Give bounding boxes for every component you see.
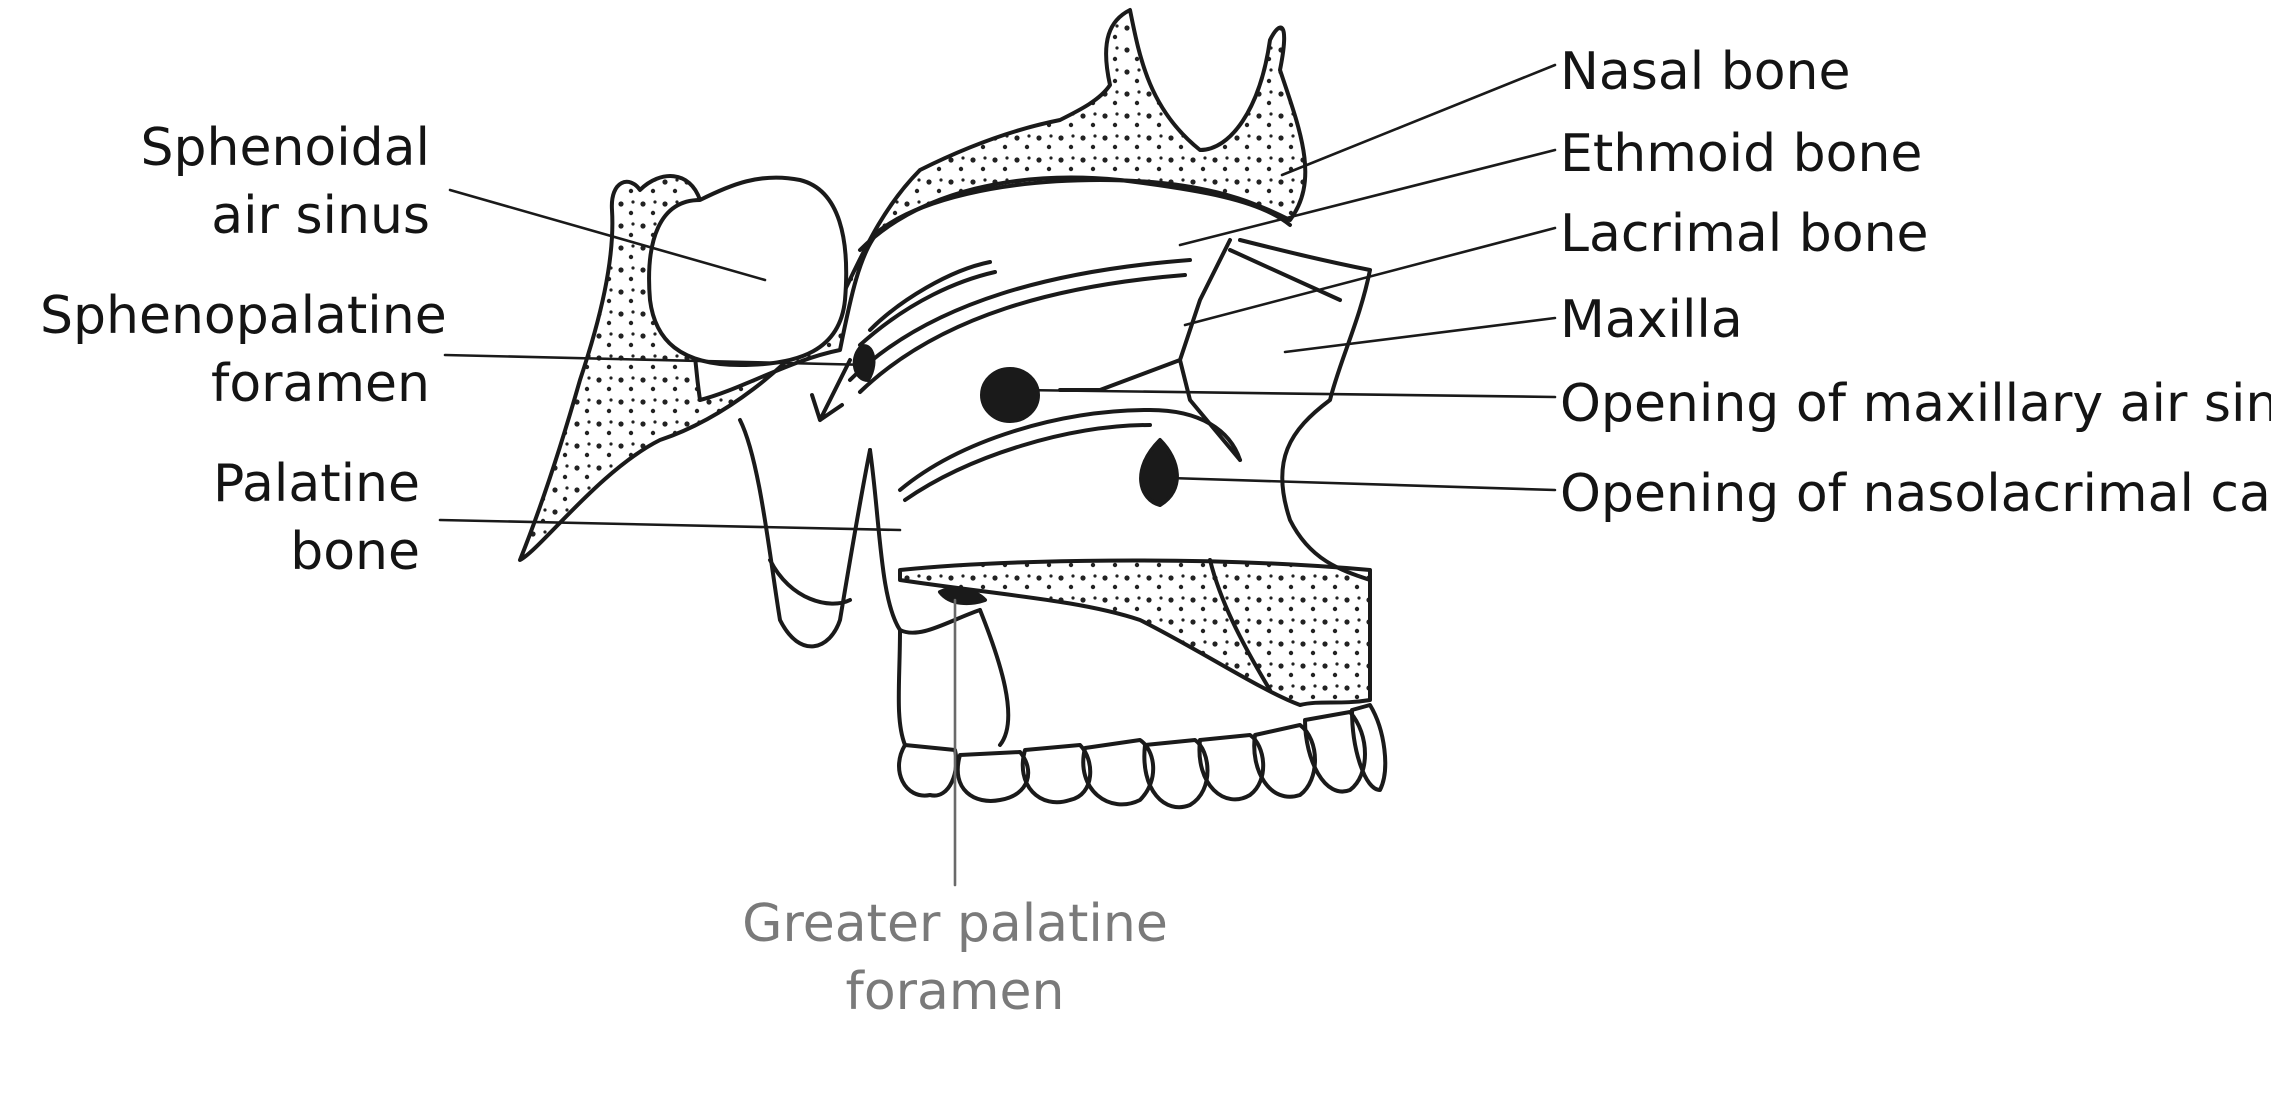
ethmoid-outline (858, 175, 1292, 252)
sphenoidal-sinus (647, 175, 849, 367)
label-text: foramen (845, 962, 1065, 1022)
leader-maxilla (1283, 316, 1557, 354)
label-lacrimal-bone: Lacrimal bone (1560, 204, 1929, 264)
palate-suture (1208, 558, 1272, 692)
palatine-body (868, 448, 982, 635)
label-text: Palatine (213, 454, 420, 514)
label-text: foramen (211, 354, 430, 414)
label-text: bone (290, 522, 420, 582)
label-greater-palatine-foramen: Greater palatine foramen (740, 890, 1170, 1026)
label-palatine-bone: Palatine bone (90, 450, 420, 586)
leader-palatine-bone (438, 518, 902, 532)
leader-ethmoid-bone (1178, 148, 1557, 247)
label-nasal-bone: Nasal bone (1560, 42, 1851, 102)
maxilla-outline (1238, 238, 1372, 582)
leader-nasal-bone (1280, 63, 1557, 177)
label-text: Sphenopalatine (40, 286, 447, 346)
palatine-outline (738, 418, 872, 649)
label-text: air sinus (211, 186, 430, 246)
leader-nasolacrimal-canal (1168, 476, 1557, 492)
label-text: Sphenoidal (140, 118, 430, 178)
middle-concha (848, 258, 1192, 394)
sphenoid-region (518, 8, 1308, 562)
maxillary-opening (980, 367, 1040, 423)
inferior-concha (898, 408, 1242, 502)
greater-palatine-mark (938, 586, 987, 606)
label-maxilla: Maxilla (1560, 290, 1743, 350)
label-opening-maxillary-air-sinus: Opening of maxillary air sinus (1560, 374, 2271, 434)
hard-palate (898, 558, 1372, 707)
alveolar-process (896, 608, 1011, 747)
sphenopalatine-mark (852, 344, 876, 382)
leader-sphenopalatine-foramen (443, 353, 872, 367)
label-sphenoidal-air-sinus: Sphenoidal air sinus (90, 114, 430, 250)
leader-maxillary-opening (1018, 388, 1557, 399)
nasolacrimal-opening (1139, 438, 1179, 507)
label-opening-nasolacrimal-canal: Opening of nasolacrimal canal (1560, 464, 2271, 524)
label-ethmoid-bone: Ethmoid bone (1560, 124, 1923, 184)
leader-sphenoidal-air-sinus (448, 188, 767, 282)
leader-lacrimal-bone (1183, 226, 1557, 327)
label-text: Greater palatine (742, 894, 1168, 954)
superior-concha (858, 260, 997, 347)
sphenopalatine-arrow (810, 358, 852, 422)
label-sphenopalatine-foramen: Sphenopalatine foramen (40, 282, 447, 418)
teeth (897, 703, 1388, 810)
